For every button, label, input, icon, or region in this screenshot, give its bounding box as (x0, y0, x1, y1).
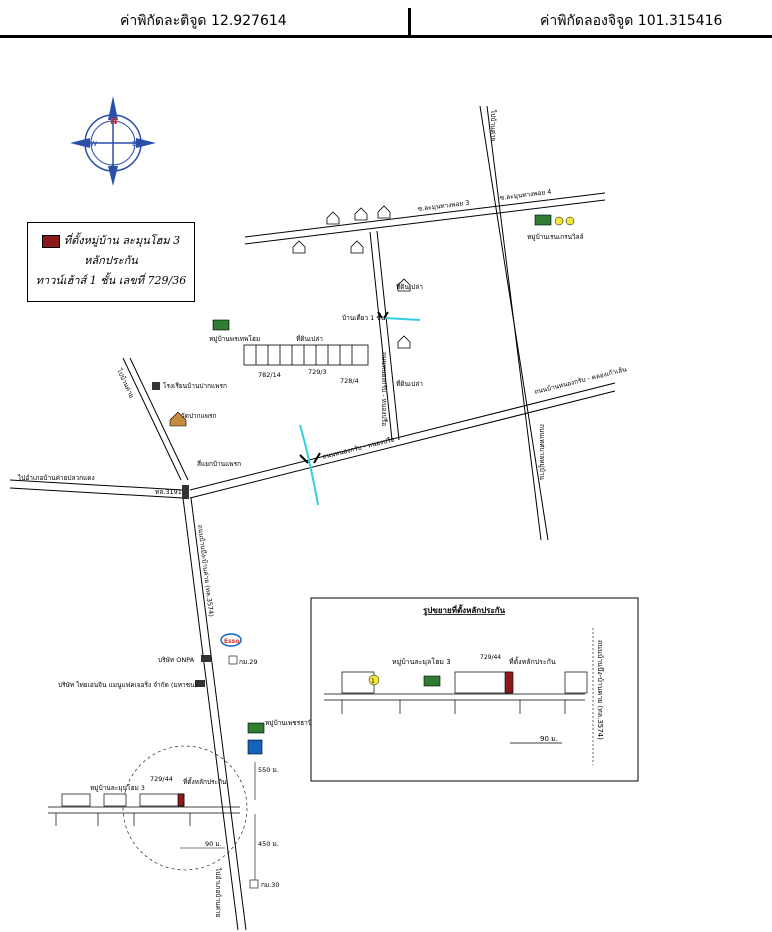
label-lot-main: 729/44 (150, 775, 173, 783)
coordinate-header: ค่าพิกัดละติจูด 12.927614 ค่าพิกัดลองจิจ… (0, 0, 772, 38)
label-collateral: ที่ตั้งหลักประกัน (183, 777, 227, 786)
legend-line-1: ที่ตั้งหมู่บ้าน ละมุนโฮม 3 (28, 231, 194, 251)
inset-village-label: หมู่บ้านละมุลโฮม 3 (392, 657, 451, 666)
label-house-1: บ้านเดี่ยว 1 ชั้น (342, 313, 386, 322)
label-company-1: บริษัท ONPA (158, 656, 195, 664)
label-road-mid-v: ถนนหนองกรับ - หนองปรือ (380, 352, 388, 426)
focus-circle (122, 745, 248, 871)
label-temple: วัดปากแพรก (181, 412, 217, 420)
factory-icon (152, 382, 211, 687)
inset-lot-label: 729/44 (480, 654, 501, 661)
label-km-30: กม.30 (261, 881, 280, 889)
compass-s: S (111, 163, 116, 171)
label-empty-1: ที่ดินเปล่า (396, 282, 423, 291)
label-lot-a: 782/14 (258, 371, 281, 379)
sign-icon (247, 739, 263, 755)
label-village-mid: หมู่บ้านพรเทพโฮม (209, 335, 260, 343)
compass-w: W (90, 140, 97, 148)
legend-line-2: หลักประกัน (84, 254, 138, 267)
latitude-label: ค่าพิกัดละติจูด 12.927614 (120, 13, 287, 29)
compass-n: N (110, 117, 118, 127)
svg-text:Esso: Esso (224, 638, 239, 645)
compass-icon: N S W E (70, 96, 156, 186)
inset-collateral-label: ที่ตั้งหลักประกัน (509, 655, 556, 666)
temple-icon (169, 411, 187, 427)
inset-distance-label: 90 ม. (540, 735, 558, 743)
house-icon (292, 205, 411, 349)
legend-box: ที่ตั้งหมู่บ้าน ละมุนโฮม 3 หลักประกัน ทา… (27, 222, 195, 302)
stream (299, 317, 421, 506)
inset-marker-icon (368, 674, 380, 686)
inset-collateral-lot (504, 671, 514, 694)
label-empty-2: ที่ดินเปล่า (396, 379, 423, 388)
label-road-3574: ถนนบ้านบึง-บ้านค่าย (ทล.3574) (196, 524, 215, 617)
label-dist-450: 450 ม. (258, 840, 279, 848)
road-network (9, 105, 616, 931)
distance-arrow (180, 762, 256, 880)
inset-road-label: ถนนบ้านบึง-บ้านค่าย (ทล.3574) (596, 640, 605, 740)
label-road-east-v: ถนนเทศบาลหมู่บ้าน (538, 424, 546, 481)
label-road-nongkla: ถนนหนองกรับ - หนองปรือ (322, 435, 396, 461)
label-empty-land: ที่ดินเปล่า (296, 334, 323, 343)
inset-panel: รูปขยายที่ตั้งหลักประกัน 1 หมู่บ้านละมุล… (310, 597, 639, 782)
label-road-lake2: ซ.ละมุนทางพอย 4 (499, 188, 552, 202)
label-junction: สี่แยกบ้านแพรก (197, 459, 241, 468)
legend-line-3: ทาวน์เฮ้าส์ 1 ชั้น เลขที่ 729/36 (35, 274, 187, 287)
label-dist-550: 550 ม. (258, 766, 279, 774)
label-road-west: ไปอำเภอบ้านค่ายปลวกแดง (17, 474, 95, 482)
label-school: โรงเรียนบ้านปากแพรก (163, 382, 227, 390)
label-company-2: บริษัท ไทยเอนจิน แมนูแฟคเจอริ่ง จำกัด (ม… (58, 680, 197, 689)
inset-title: รูปขยายที่ตั้งหลักประกัน (423, 604, 506, 616)
townhouse-row (243, 344, 369, 366)
label-road-3191: ทล.3191 (155, 488, 182, 496)
svg-text:1: 1 (371, 678, 375, 685)
esso-icon: Esso (220, 633, 242, 647)
label-road-nw: ไปบ้านค่าย (115, 367, 136, 400)
km-marker-icon (228, 655, 259, 889)
longitude-label: ค่าพิกัดลองจิจูด 101.315416 (540, 13, 723, 29)
label-lot-c: 728/4 (340, 377, 359, 385)
inset-village-icon (423, 675, 441, 687)
label-village-phet: หมู่บ้านเพชรธานี (265, 719, 313, 727)
location-map: N S W E (9, 96, 639, 931)
label-village-ne: หมู่บ้านเรนเกรนวิลล์ (527, 233, 584, 241)
compass-e: E (132, 140, 136, 148)
label-road-south: ไปอำเภอบ้านค่าย (214, 867, 222, 918)
header-divider (408, 8, 411, 38)
village-building-icon (212, 214, 552, 734)
label-village-lamun: หมู่บ้านละมุนโฮม 3 (90, 784, 145, 792)
traffic-light-icon (182, 485, 189, 499)
village-lamun-block (48, 793, 240, 826)
label-lot-b: 729/3 (308, 368, 327, 376)
bridge-icon (299, 311, 389, 464)
label-road-north: ไปบ้านค่าย (489, 109, 497, 142)
label-dist-90: 90 ม. (205, 840, 222, 848)
label-km-29: กม.29 (239, 658, 258, 666)
collateral-swatch (41, 234, 60, 248)
